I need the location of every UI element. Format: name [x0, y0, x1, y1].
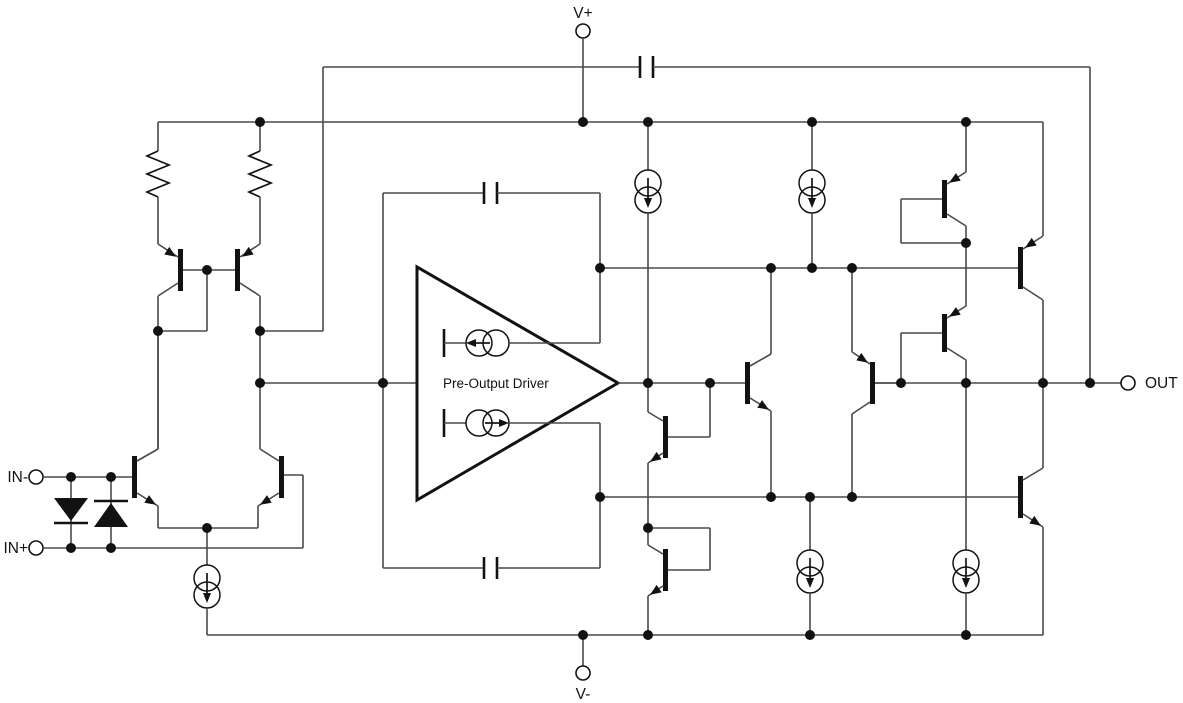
out-label: OUT [1145, 375, 1178, 392]
transistor-base-bar [178, 249, 183, 291]
in-minus-terminal: IN- [7, 469, 132, 486]
transistor-q4-mirror-pnp-right [207, 243, 261, 297]
current-source-bias-2 [798, 122, 826, 268]
in-plus-label: IN+ [3, 540, 28, 557]
transistor-base-bar [942, 180, 947, 218]
transistor-q1-input-npn-left [132, 331, 207, 529]
resistor-r2 [246, 122, 274, 244]
gain-node-wiring [260, 330, 417, 384]
transistor-base-bar [942, 314, 947, 352]
transistor-base-bar [1018, 247, 1023, 289]
v-minus-terminal: V- [575, 635, 591, 703]
pre-output-driver-label: Pre-Output Driver [443, 376, 549, 391]
out-terminal-circle [1120, 375, 1136, 391]
in-plus-terminal: IN+ [3, 540, 303, 557]
diode-anode-triangle [54, 498, 88, 521]
current-arrow-right [499, 419, 509, 427]
emitter-arrow [242, 246, 254, 257]
in-plus-terminal-circle [28, 540, 44, 556]
v-minus-label: V- [576, 686, 591, 703]
emitter-arrow [1025, 237, 1037, 248]
v-minus-terminal-circle [575, 665, 591, 681]
transistor-q9-diode-pnp-top [900, 122, 967, 244]
transistor-q12-output-npn [1018, 383, 1044, 635]
transistor-base-bar [663, 416, 668, 458]
emitter-arrow [650, 584, 662, 595]
diode-d1-input-clamp [54, 477, 88, 548]
emitter-arrow [164, 246, 176, 257]
v-plus-terminal: V+ [573, 5, 593, 122]
emitter-arrow [856, 352, 868, 363]
current-arrow-down [962, 578, 970, 588]
capacitor-feedback-top [322, 56, 1091, 383]
current-source-bias-1 [634, 122, 662, 383]
amplifier-triangle [415, 264, 621, 503]
transistor-q11-output-pnp [1018, 122, 1044, 383]
emitter-arrow [949, 173, 961, 183]
resistor-zigzag [246, 150, 274, 198]
junction-dots [66, 117, 1095, 640]
current-arrow-down [806, 578, 814, 588]
transistor-q10-cascode-pnp [900, 243, 967, 383]
transistor-q5-driver-npn [745, 268, 772, 497]
current-source-bias-4 [952, 383, 980, 635]
transistor-q8-diode-npn-lower [647, 527, 711, 635]
emitter-arrow [949, 307, 961, 317]
current-source-bias-3 [796, 497, 824, 635]
transistor-base-bar [745, 362, 750, 404]
transistor-base-bar [235, 249, 240, 291]
transistor-base-bar [132, 456, 137, 498]
transistor-q3-mirror-pnp-left [157, 243, 207, 449]
current-source-internal-top [442, 329, 600, 357]
v-plus-label: V+ [573, 5, 592, 22]
pre-output-driver-block: Pre-Output Driver [382, 182, 621, 579]
transistor-q2-input-npn-right [207, 296, 304, 548]
resistor-zigzag [144, 150, 172, 198]
emitter-arrow [144, 495, 156, 505]
out-terminal: OUT [875, 375, 1178, 392]
emitter-arrow [260, 495, 272, 505]
current-arrow-down [203, 593, 211, 603]
transistor-q7-diode-npn-upper [647, 383, 711, 528]
emitter-arrow [650, 451, 662, 462]
current-arrow-left [466, 339, 476, 347]
emitter-arrow [1029, 515, 1041, 526]
emitter-arrow [757, 400, 769, 410]
v-plus-terminal-circle [575, 23, 591, 39]
mirror-base-tie [158, 270, 208, 332]
in-minus-label: IN- [7, 469, 28, 486]
current-source-tail [193, 528, 221, 635]
transistor-base-bar [663, 549, 668, 591]
transistor-base-bar [279, 456, 284, 498]
current-source-internal-bottom [442, 409, 600, 437]
diode-anode-triangle [94, 503, 128, 527]
transistor-base-bar [870, 362, 875, 404]
transistor-base-bar [1018, 476, 1023, 518]
current-arrow-down [808, 198, 816, 208]
in-minus-terminal-circle [28, 469, 44, 485]
current-arrow-down [644, 198, 652, 208]
diode-d2-input-clamp [94, 477, 128, 548]
resistor-r1 [144, 122, 172, 244]
